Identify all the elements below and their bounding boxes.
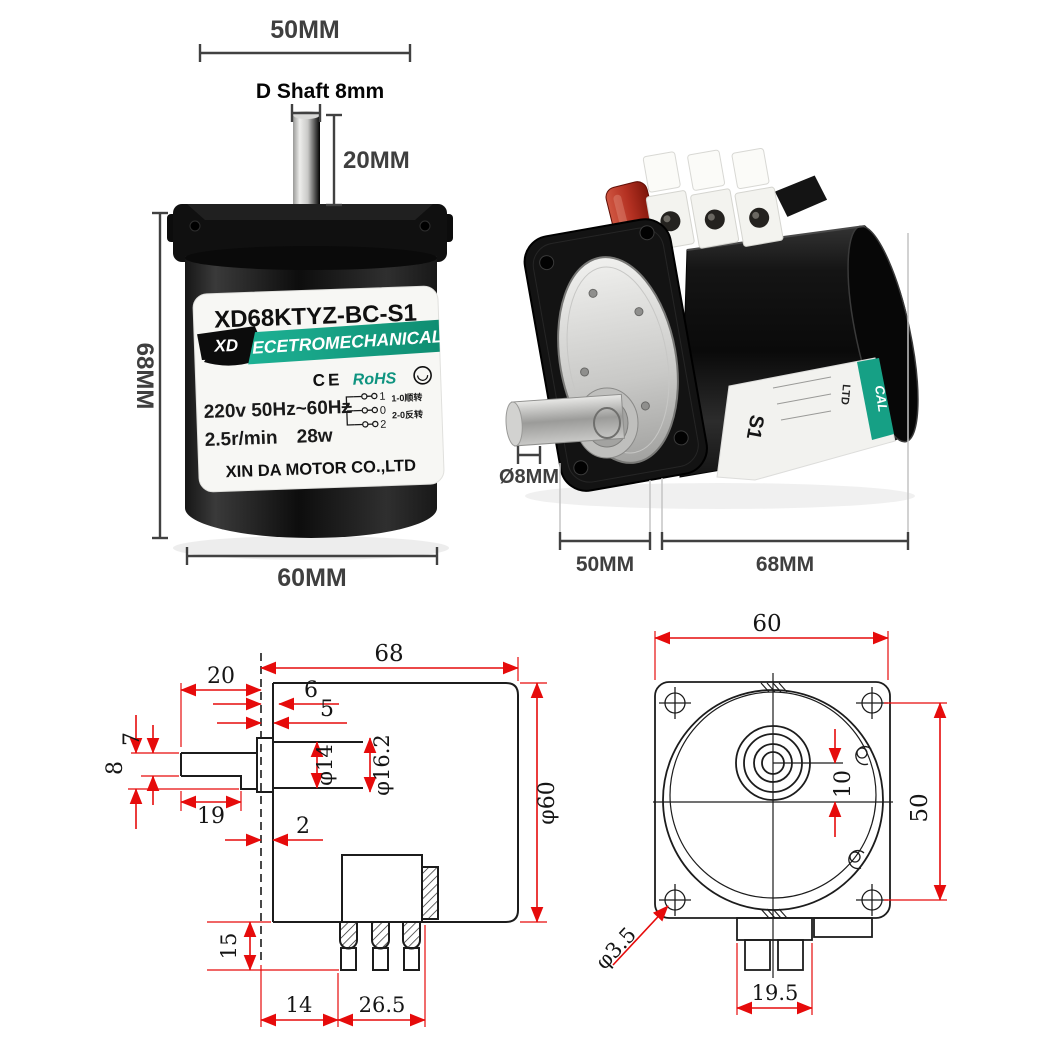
dim-body-diameter: φ60 bbox=[535, 781, 560, 824]
dimension-top-width: 50MM bbox=[198, 16, 412, 62]
dim-hole-spacing: 50 bbox=[907, 793, 933, 822]
shaft-collar bbox=[593, 407, 621, 439]
dimensions bbox=[612, 631, 947, 1015]
spec-speed: 2.5r/min bbox=[204, 427, 278, 451]
dim-step-outer: 6 bbox=[304, 678, 318, 703]
wiring-note-cw: 1-0顺转 bbox=[391, 391, 422, 403]
svg-text:60MM: 60MM bbox=[277, 564, 346, 592]
label-fragment-banner: CAL bbox=[872, 384, 891, 413]
dim-body-length: 68 bbox=[374, 641, 403, 667]
svg-text:20MM: 20MM bbox=[343, 147, 410, 174]
terminal-1: 1 bbox=[379, 391, 386, 403]
ground-shadow bbox=[173, 536, 449, 560]
side-section-drawing: 68 20 6 5 7 8 19 2 φ14 φ16.2 φ60 15 14 2… bbox=[103, 641, 560, 1027]
label-fragment-model: S1 bbox=[742, 413, 768, 441]
dim-hub-diameter: φ14 bbox=[313, 744, 337, 785]
dim-flat-length: 19 bbox=[197, 804, 225, 829]
dim-boss-diameter: φ16.2 bbox=[370, 734, 394, 795]
label-green-stripe bbox=[857, 358, 894, 440]
dimension-body-width: 60MM bbox=[185, 547, 439, 592]
shaft-note: D Shaft 8mm bbox=[256, 80, 384, 103]
svg-text:XD: XD bbox=[213, 336, 238, 356]
certification-icon bbox=[413, 366, 432, 385]
svg-text:68MM: 68MM bbox=[756, 553, 814, 576]
svg-text:50MM: 50MM bbox=[576, 553, 634, 576]
dim-hole-diameter: φ3.5 bbox=[591, 922, 641, 974]
terminal-bracket bbox=[774, 175, 828, 217]
svg-text:68MM: 68MM bbox=[131, 343, 158, 410]
product-label: XD68KTYZ-BC-S1 XD ECETROMECHANICAL CE Ro… bbox=[192, 285, 445, 493]
dim-shaft-extension: 20 bbox=[207, 664, 235, 689]
dim-step-inner: 5 bbox=[320, 697, 334, 722]
ground-shadow bbox=[525, 483, 915, 509]
dimension-labels: 68 20 6 5 7 8 19 2 φ14 φ16.2 φ60 15 14 2… bbox=[103, 641, 560, 1017]
corner-holes bbox=[659, 687, 888, 916]
front-view-photo: XD68KTYZ-BC-S1 XD ECETROMECHANICAL CE Ro… bbox=[131, 16, 453, 592]
dim-shaft-diameter: 8 bbox=[103, 761, 128, 775]
certification-row: CE RoHS bbox=[312, 366, 432, 390]
spec-power: 28w bbox=[296, 426, 333, 448]
dim-mount-face: 2 bbox=[296, 814, 310, 839]
shaft-width-bracket bbox=[290, 104, 322, 122]
dimension-body-height: 68MM bbox=[131, 211, 168, 540]
dimension-gearbox-length: 50MM bbox=[558, 532, 652, 576]
svg-text:50MM: 50MM bbox=[270, 16, 339, 44]
label-fine-print-lines bbox=[772, 376, 832, 421]
extension-guides bbox=[559, 233, 909, 541]
bottom-tabs bbox=[736, 917, 873, 971]
mounting-flange bbox=[167, 204, 453, 262]
terminal-0: 0 bbox=[380, 405, 387, 417]
dim-pin-offset: 14 bbox=[286, 993, 313, 1017]
xd-logo: XD bbox=[197, 326, 264, 366]
part-geometry bbox=[653, 673, 893, 978]
wiring-diagram: 1 0 2 1-0顺转 2-0反转 bbox=[341, 391, 423, 431]
side-holes bbox=[848, 745, 872, 870]
part-geometry bbox=[180, 653, 519, 971]
dim-shaft-offset: 10 bbox=[831, 770, 856, 798]
label-fragment-company: LTD bbox=[838, 384, 852, 406]
terminal-2: 2 bbox=[380, 419, 387, 431]
body-label: S1 CAL LTD bbox=[716, 357, 896, 481]
dim-pin-length: 15 bbox=[217, 933, 241, 960]
wiring-note-ccw: 2-0反转 bbox=[392, 408, 423, 420]
dimension-shaft-diameter: Ø8MM bbox=[499, 446, 559, 488]
dimension-labels: 60 50 10 φ3.5 19.5 bbox=[591, 611, 933, 1005]
front-face-drawing: 60 50 10 φ3.5 19.5 bbox=[591, 611, 947, 1015]
terminal-block bbox=[642, 147, 828, 251]
dimensions bbox=[128, 657, 547, 1027]
ce-mark: CE bbox=[312, 370, 342, 390]
spec-voltage: 220v 50Hz~60Hz bbox=[203, 397, 351, 423]
dim-shaft-flat: 7 bbox=[120, 732, 145, 746]
dimension-shaft-length: 20MM bbox=[326, 113, 410, 207]
svg-text:Ø8MM: Ø8MM bbox=[499, 466, 559, 488]
brand-banner: ECETROMECHANICAL bbox=[248, 319, 443, 365]
hatch-marks bbox=[760, 682, 788, 919]
dim-flange-width: 60 bbox=[752, 611, 781, 637]
dimension-body-length: 68MM bbox=[660, 532, 910, 576]
side-view-photo: S1 CAL LTD bbox=[499, 147, 919, 576]
dim-tab-width: 19.5 bbox=[752, 981, 799, 1005]
terminal-pins bbox=[339, 921, 421, 971]
rohs-mark: RoHS bbox=[352, 370, 396, 389]
dim-pin-span: 26.5 bbox=[359, 993, 406, 1017]
